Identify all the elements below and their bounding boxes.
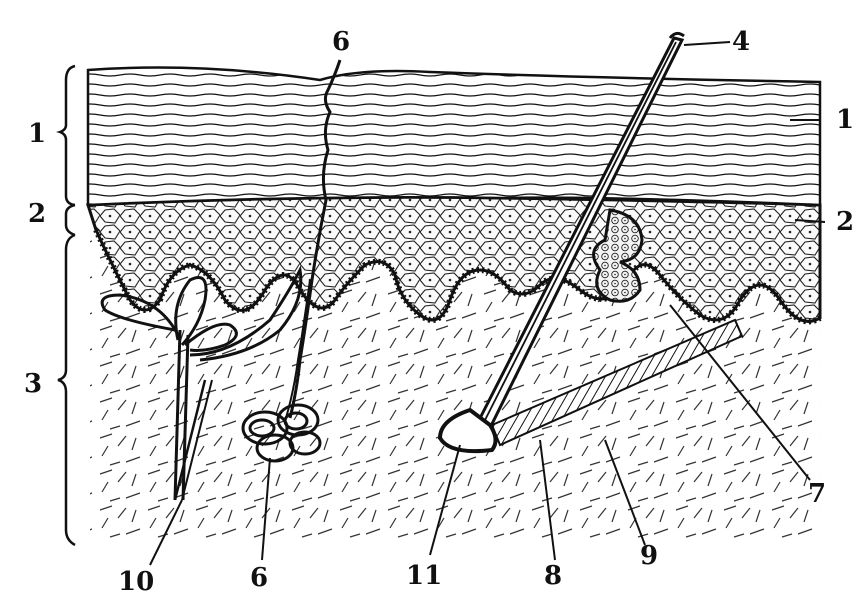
label-right-1: 1	[836, 105, 854, 135]
label-7: 7	[808, 479, 826, 509]
label-6-bottom: 6	[250, 563, 268, 593]
label-left-1: 1	[28, 119, 46, 149]
label-8: 8	[544, 561, 562, 591]
label-left-3: 3	[24, 369, 42, 399]
label-11: 11	[406, 561, 442, 591]
label-6-top: 6	[332, 27, 350, 57]
label-left-2: 2	[28, 199, 46, 229]
label-4: 4	[732, 27, 750, 57]
label-10: 10	[118, 567, 154, 596]
layer-bracket	[58, 66, 75, 545]
stratum-corneum	[88, 68, 820, 205]
label-right-2: 2	[836, 207, 854, 237]
label-9: 9	[640, 541, 658, 571]
